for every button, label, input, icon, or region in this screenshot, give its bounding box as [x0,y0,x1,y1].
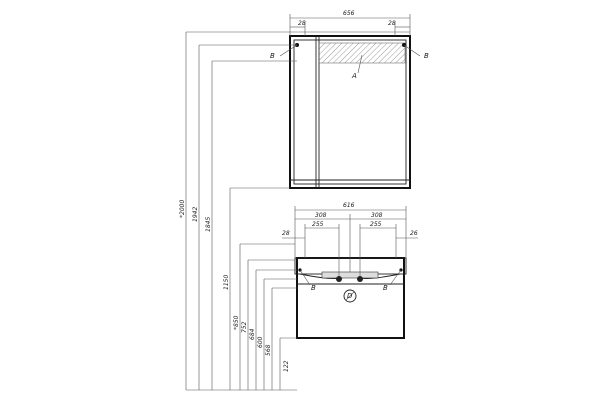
basin-top [294,257,407,275]
lower-dimensions: 616 308 308 255 255 28 26 B B D [282,202,418,300]
lower-half-left-label: 308 [315,212,327,219]
height-label-752: 752 [241,321,248,333]
basin-plate [321,271,379,279]
lower-inner-right-label: 255 [370,221,382,228]
tap-hole-left [336,276,342,282]
height-label-1150: 1150 [223,275,230,290]
glass-a-label: A [351,72,357,80]
lower-width-label: 616 [343,202,355,209]
height-dimensions: *2000 1942 1845 1150 *850 752 684 600 56… [179,31,410,391]
upper-cabinet-inner [293,39,407,185]
mount-b-label-lower-left: B [311,284,316,292]
glass-shelf-hatch [318,42,406,64]
height-label-122: 122 [283,360,290,372]
mount-b-label-lower-right: B [383,284,388,292]
upper-cabinet [289,35,411,189]
height-label-568: 568 [265,344,272,356]
height-label-600: 600 [257,336,264,348]
drain-circle [343,289,357,303]
height-label-1942: 1942 [192,207,199,222]
upper-right-offset-label: 28 [388,20,396,27]
lower-right-offset-label: 26 [410,230,418,237]
upper-cabinet-frame [289,35,411,189]
upper-dimensions: 656 28 28 B B A [270,10,429,80]
lower-inner-left-label: 255 [312,221,324,228]
height-label-2000: *2000 [179,200,186,218]
upper-left-offset-label: 28 [298,20,306,27]
drain-d-label: D [347,292,353,300]
height-label-850: *850 [233,315,240,330]
tap-hole-right [357,276,363,282]
lower-left-offset-label: 28 [282,230,290,237]
upper-width-label: 656 [343,10,355,17]
lower-half-right-label: 308 [371,212,383,219]
mount-b-label-upper-right: B [424,52,429,60]
height-label-684: 684 [249,328,256,340]
lower-cabinet [294,257,407,339]
mount-b-label-upper-left: B [270,52,275,60]
height-label-1845: 1845 [205,217,212,232]
